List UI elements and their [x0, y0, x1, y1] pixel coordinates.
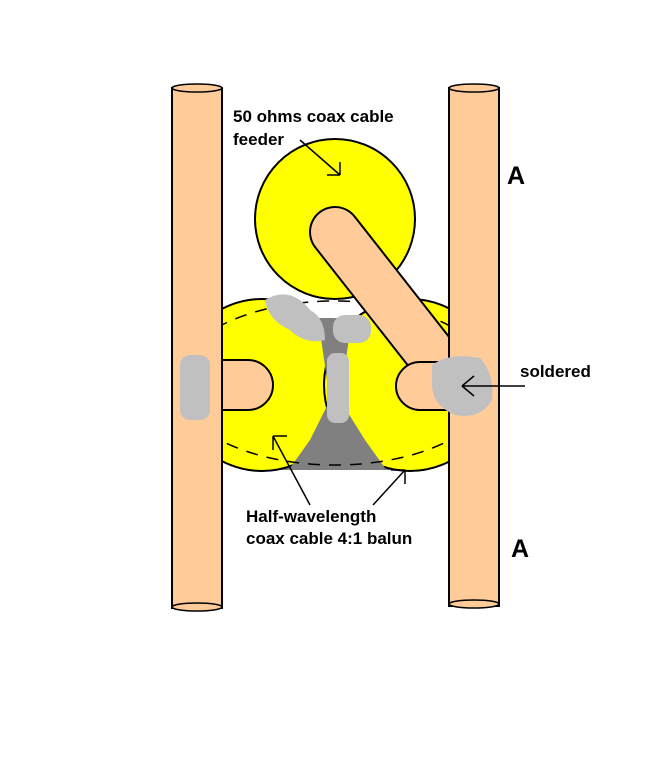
- balun-label-line2: coax cable 4:1 balun: [246, 529, 412, 548]
- feeder-center-fill: [311, 208, 479, 409]
- feeder-label-line1: 50 ohms coax cable: [233, 107, 394, 126]
- soldered-arrow: [461, 375, 525, 397]
- feeder-label-line2: feeder: [233, 130, 284, 149]
- right-pole: [448, 83, 500, 609]
- feeder-arrow: [299, 139, 341, 176]
- element-a-top-label: A: [507, 162, 525, 190]
- balun-label-line1: Half-wavelength: [246, 507, 376, 526]
- element-a-bottom-label: A: [511, 535, 529, 563]
- soldered-label: soldered: [520, 362, 591, 381]
- left-pole: [171, 83, 223, 612]
- arrows: [272, 139, 525, 506]
- balun-arrow-right: [372, 469, 406, 506]
- balun-arrow-left: [272, 435, 311, 506]
